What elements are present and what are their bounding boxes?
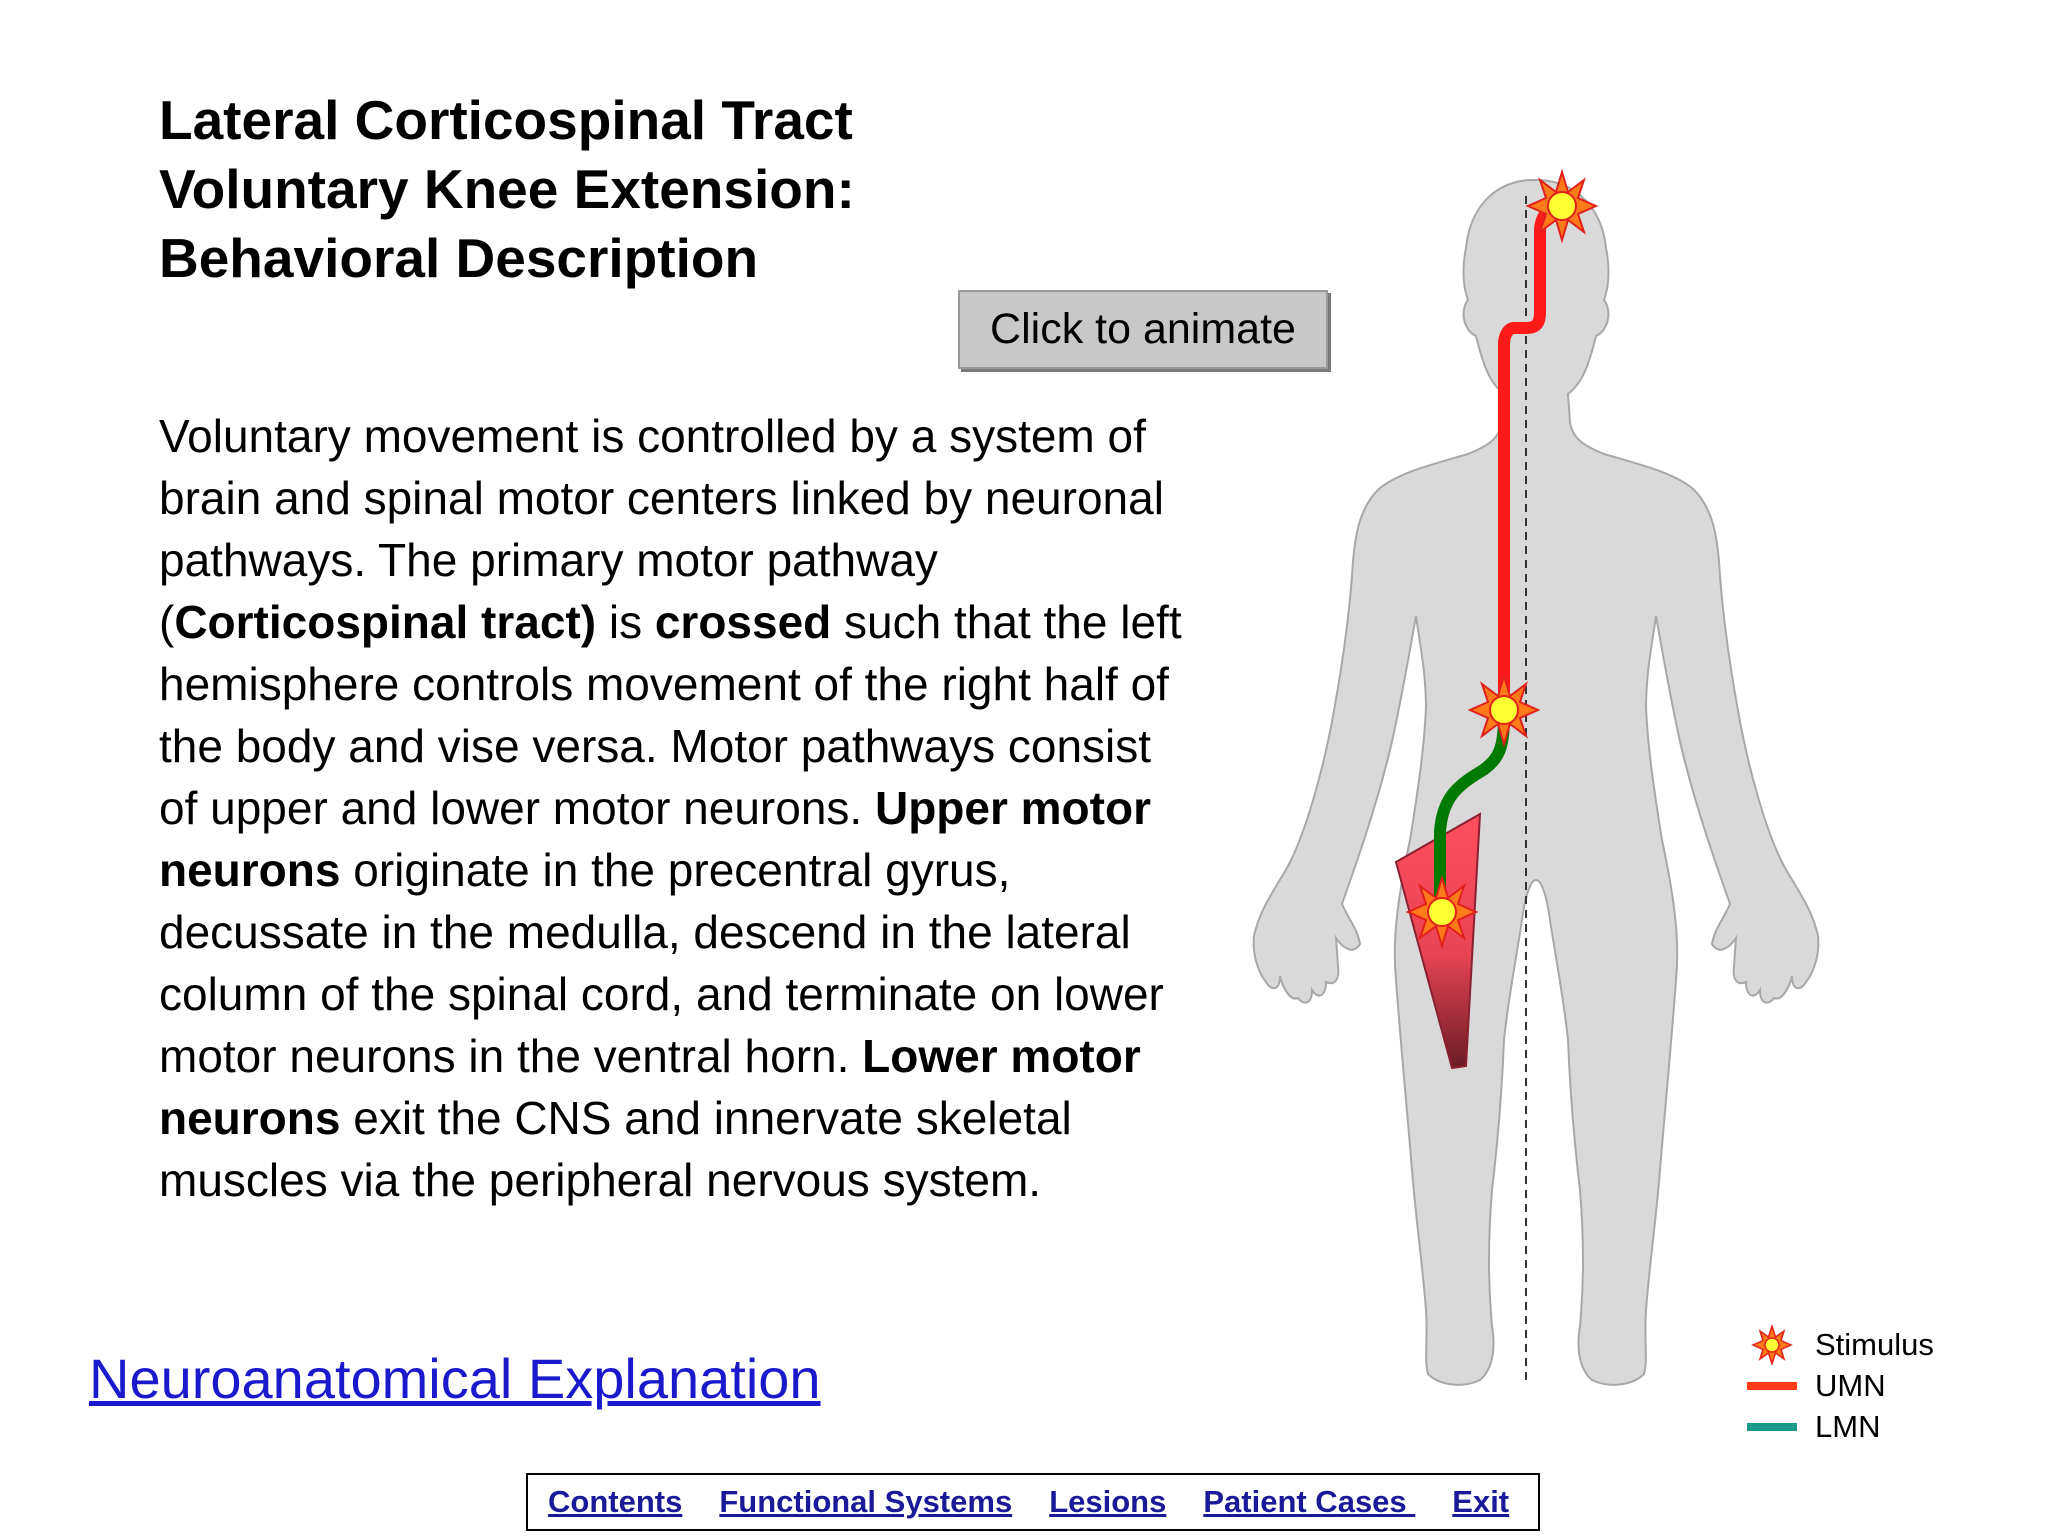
legend-label-lmn: LMN — [1815, 1409, 1881, 1444]
description-run: originate in the precentral gyrus, decus… — [159, 844, 1164, 1082]
animate-button[interactable]: Click to animate — [958, 290, 1328, 369]
nav-link-contents[interactable]: Contents — [548, 1484, 683, 1519]
description-bold-run: Upper motor neurons — [159, 782, 1151, 896]
title-line-2: Voluntary Knee Extension: — [159, 158, 855, 220]
umn-pathway — [1498, 200, 1566, 718]
body-silhouette — [1252, 179, 1820, 1386]
quadriceps-muscle — [1394, 812, 1482, 1070]
neuroanatomical-explanation-link[interactable]: Neuroanatomical Explanation — [89, 1347, 821, 1410]
stimulus-icon — [1405, 874, 1479, 950]
description-bold-run: Lower motor neurons — [159, 1030, 1141, 1144]
description-bold-run: Corticospinal tract) — [174, 596, 597, 648]
description-run: is — [596, 596, 655, 648]
page-title: Lateral Corticospinal Tract Voluntary Kn… — [159, 86, 855, 293]
legend-label-stimulus: Stimulus — [1815, 1327, 1934, 1362]
title-line-1: Lateral Corticospinal Tract — [159, 89, 853, 151]
nav-link-exit[interactable]: Exit — [1452, 1484, 1510, 1519]
umn-line-swatch — [1747, 1382, 1797, 1390]
legend-label-umn: UMN — [1815, 1368, 1886, 1403]
legend-row-lmn: LMN — [1745, 1407, 1880, 1447]
legend: Stimulus UMN LMN — [1745, 1323, 1975, 1450]
stimulus-icon — [1467, 672, 1541, 748]
nav-link-patient-cases[interactable]: Patient Cases — [1203, 1484, 1416, 1519]
stimulus-icon — [1751, 1323, 1793, 1367]
stimulus-icon — [1525, 168, 1599, 244]
description-bold-run: crossed — [654, 596, 832, 648]
description-run: Voluntary movement is controlled by a sy… — [159, 410, 1164, 648]
bottom-nav: Contents Functional Systems Lesions Pati… — [526, 1473, 1540, 1531]
nav-link-lesions[interactable]: Lesions — [1049, 1484, 1167, 1519]
body-diagram — [1252, 168, 1820, 1386]
description-run: exit the CNS and innervate skeletal musc… — [159, 1092, 1072, 1206]
description-text: Voluntary movement is controlled by a sy… — [159, 405, 1189, 1211]
title-line-3: Behavioral Description — [159, 227, 759, 289]
legend-row-umn: UMN — [1745, 1366, 1886, 1406]
nav-link-functional-systems[interactable]: Functional Systems — [719, 1484, 1013, 1519]
legend-row-stimulus: Stimulus — [1745, 1323, 1934, 1367]
description-run: such that the left hemisphere controls m… — [159, 596, 1182, 834]
lmn-line-swatch — [1747, 1423, 1797, 1431]
